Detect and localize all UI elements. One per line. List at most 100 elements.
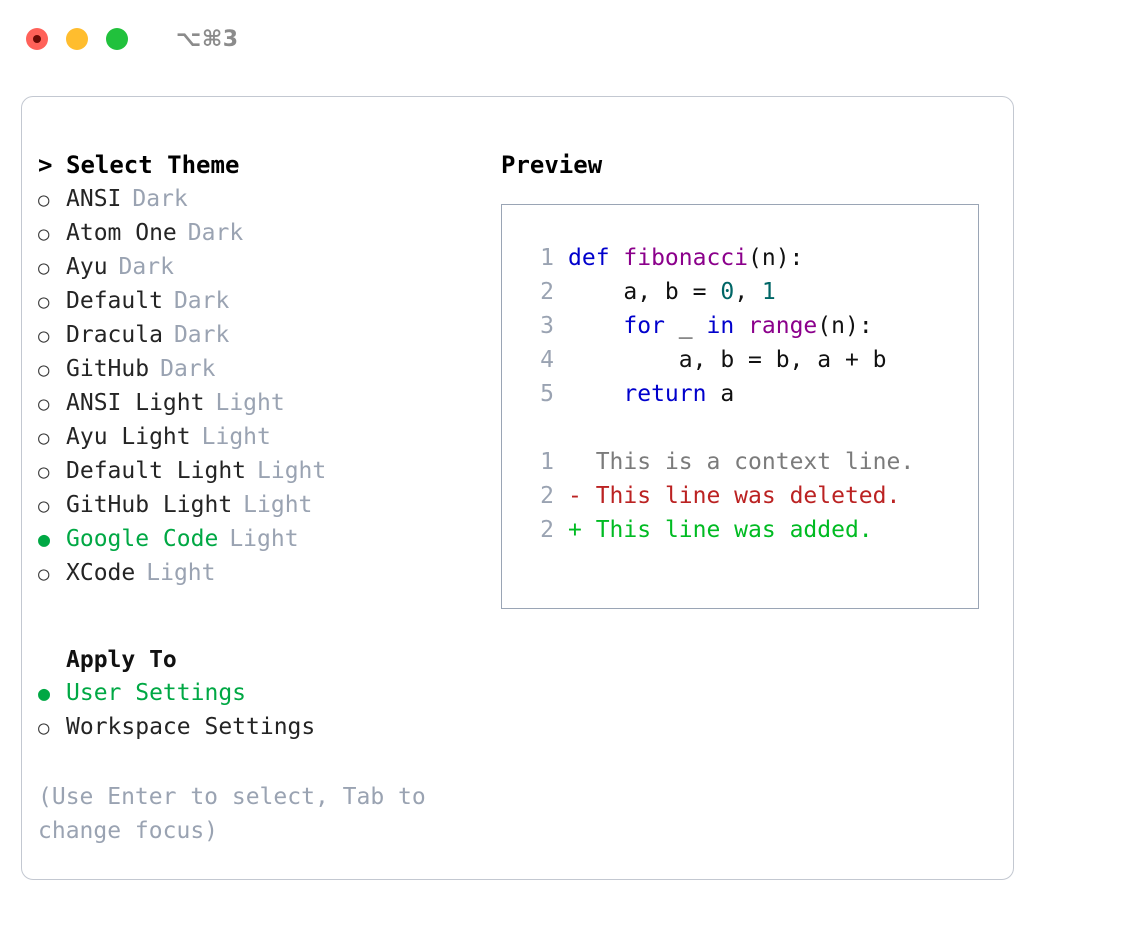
theme-name-label: Atom One [66, 220, 177, 246]
code-token-plain: a, b = b, a + b [568, 347, 887, 373]
radio-unselected-icon: ○ [38, 223, 50, 245]
diff-line-content: This is a context line. [568, 445, 915, 479]
theme-name-label: Ayu Light [66, 424, 191, 450]
diff-line-text: This is a context line. [581, 449, 915, 475]
minimize-button[interactable] [66, 28, 88, 50]
theme-name-label: Ayu [66, 254, 108, 280]
theme-list-item[interactable]: ○ Ayu Light Light [38, 420, 488, 454]
radio-unselected-icon: ○ [38, 325, 50, 347]
code-token-plain: , [734, 279, 762, 305]
theme-list-item[interactable]: ○ Atom One Dark [38, 216, 488, 250]
code-line: 4 a, b = b, a + b [520, 343, 978, 377]
radio-unselected-icon: ○ [38, 717, 50, 739]
theme-name-label: ANSI Light [66, 390, 205, 416]
code-token-plain: a [706, 381, 735, 407]
keyboard-hint-text: (Use Enter to select, Tab to change focu… [38, 784, 440, 844]
radio-unselected-icon: ○ [38, 291, 50, 313]
diff-line-text: This line was added. [581, 517, 873, 543]
diff-marker-ctx [568, 449, 582, 475]
code-token-kw: for [623, 313, 665, 339]
theme-variant-tag: Dark [118, 254, 174, 280]
apply-to-list[interactable]: ● User Settings ○ Workspace Settings [38, 676, 488, 744]
code-line-number: 1 [540, 245, 554, 271]
diff-line-content: - This line was deleted. [568, 479, 900, 513]
radio-unselected-icon: ○ [38, 427, 50, 449]
close-button[interactable] [26, 28, 48, 50]
theme-name-label: ANSI [66, 186, 122, 212]
theme-name-label: Default Light [66, 458, 247, 484]
diff-line: 2 + This line was added. [520, 513, 978, 547]
code-token-plain [568, 313, 623, 339]
theme-list-item[interactable]: ○ Ayu Dark [38, 250, 488, 284]
apply-to-caret-spacer: > [38, 642, 66, 676]
prompt-caret-icon: > [38, 151, 53, 179]
theme-list-item[interactable]: ○ Default Dark [38, 284, 488, 318]
diff-line-number: 1 [540, 449, 554, 475]
code-line-number: 3 [540, 313, 554, 339]
diff-marker-add: + [568, 517, 582, 543]
diff-line-number: 2 [540, 483, 554, 509]
maximize-button[interactable] [106, 28, 128, 50]
diff-line: 1 This is a context line. [520, 445, 978, 479]
traffic-light-group [26, 28, 128, 50]
code-line: 5 return a [520, 377, 978, 411]
theme-variant-tag: Dark [160, 356, 216, 382]
code-token-fn: range [748, 313, 818, 339]
theme-name-label: Default [66, 288, 163, 314]
apply-to-option[interactable]: ○ Workspace Settings [38, 710, 488, 744]
apply-to-option-label: Workspace Settings [66, 714, 316, 740]
code-token-kw: def [568, 245, 624, 271]
window-titlebar: ⌥⌘3 [0, 0, 1140, 78]
diff-marker-del: - [568, 483, 582, 509]
theme-variant-tag: Light [229, 526, 299, 552]
apply-to-option-label: User Settings [66, 680, 247, 706]
code-line-content: a, b = 0, 1 [568, 275, 775, 309]
preview-spacer [520, 411, 978, 445]
code-token-kw: in [706, 313, 735, 339]
theme-name-label: XCode [66, 560, 136, 586]
radio-unselected-icon: ○ [38, 189, 50, 211]
code-line: 2 a, b = 0, 1 [520, 275, 978, 309]
theme-variant-tag: Dark [132, 186, 188, 212]
preview-heading: Preview [501, 151, 603, 179]
theme-variant-tag: Dark [173, 288, 230, 314]
theme-name-label: Google Code [66, 526, 219, 552]
radio-selected-icon: ● [38, 681, 51, 705]
theme-list-item[interactable]: ○ ANSI Dark [38, 182, 488, 216]
select-theme-heading: > Select Theme [38, 148, 488, 182]
code-token-fn: fibonacci [623, 245, 749, 271]
apply-to-group: > Apply To ● User Settings ○ Workspace Sett… [38, 642, 488, 744]
theme-name-label: GitHub Light [66, 492, 233, 518]
diff-sample-block: 1 This is a context line.2- This line wa… [520, 445, 978, 547]
code-line-content: def fibonacci(n): [568, 241, 803, 275]
keyboard-shortcut-label: ⌥⌘3 [176, 26, 239, 52]
theme-variant-tag: Light [215, 390, 285, 416]
radio-unselected-icon: ○ [38, 495, 50, 517]
radio-unselected-icon: ○ [38, 257, 50, 279]
code-token-plain: a, b = [568, 279, 721, 305]
code-token-kw: return [623, 381, 707, 407]
diff-line-number: 2 [540, 517, 554, 543]
apply-to-title: Apply To [66, 647, 177, 673]
theme-variant-tag: Dark [187, 220, 244, 246]
radio-unselected-icon: ○ [38, 563, 50, 585]
theme-variant-tag: Light [201, 424, 271, 450]
theme-name-label: GitHub [66, 356, 150, 382]
apply-to-option[interactable]: ● User Settings [38, 676, 488, 710]
select-theme-title: Select Theme [66, 151, 240, 179]
theme-name-label: Dracula [66, 322, 163, 348]
code-line-content: a, b = b, a + b [568, 343, 887, 377]
